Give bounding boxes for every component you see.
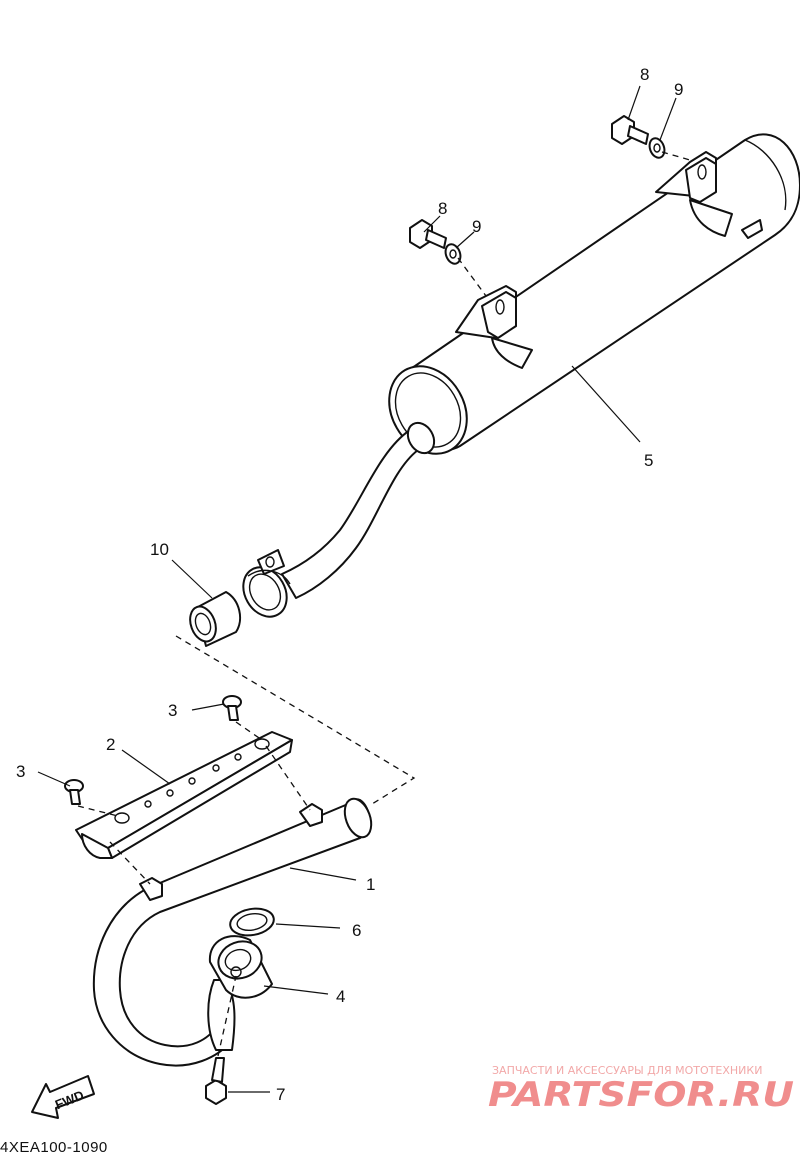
leader-lines xyxy=(37,85,677,1093)
gasket xyxy=(229,907,275,937)
gasket-sleeve xyxy=(189,591,242,647)
stud-bolt xyxy=(205,1057,227,1105)
bolt-axis-lower xyxy=(457,257,487,297)
callout-1: 1 xyxy=(366,875,375,894)
forward-arrow-icon: FWD xyxy=(31,1075,95,1119)
callout-5: 5 xyxy=(644,451,653,470)
callout-9-lower: 9 xyxy=(472,217,481,236)
muffler xyxy=(388,133,800,455)
protector-axis-left xyxy=(109,841,151,885)
callout-2: 2 xyxy=(106,735,115,754)
callout-3-upper: 3 xyxy=(168,701,177,720)
callout-4: 4 xyxy=(336,987,345,1006)
heat-protector xyxy=(75,731,293,859)
stud-axis xyxy=(217,975,237,1057)
watermark: ЗАПЧАСТИ И АКСЕССУАРЫ ДЛЯ МОТОТЕХНИКИ PA… xyxy=(488,1064,794,1115)
watermark-logo: PARTSFOR.RU xyxy=(488,1075,794,1115)
callout-6: 6 xyxy=(352,921,361,940)
callout-10: 10 xyxy=(150,540,169,559)
muffler-inlet-pipe xyxy=(242,421,436,618)
callout-9-upper: 9 xyxy=(674,80,683,99)
callout-3-left: 3 xyxy=(16,762,25,781)
screw-axis-upper xyxy=(235,721,263,741)
screw-upper xyxy=(222,695,242,721)
callout-7: 7 xyxy=(276,1085,285,1104)
protector-axis-right xyxy=(265,745,311,811)
exhaust-flange xyxy=(207,935,273,1051)
washer-lower xyxy=(444,243,462,265)
screw-axis-left xyxy=(77,805,119,817)
bolt-axis-upper xyxy=(661,151,691,161)
diagram-code: 4XEA100-1090 xyxy=(0,1139,108,1156)
watermark-tagline: ЗАПЧАСТИ И АКСЕССУАРЫ ДЛЯ МОТОТЕХНИКИ xyxy=(492,1064,762,1077)
exhaust-pipe xyxy=(92,797,373,1067)
bolt-lower xyxy=(409,219,447,249)
bolt-upper xyxy=(611,115,649,145)
callout-8-lower: 8 xyxy=(438,199,447,218)
assembly-line xyxy=(175,635,416,805)
screw-left xyxy=(64,779,84,805)
washer-upper xyxy=(648,137,666,159)
callout-8-upper: 8 xyxy=(640,65,649,84)
